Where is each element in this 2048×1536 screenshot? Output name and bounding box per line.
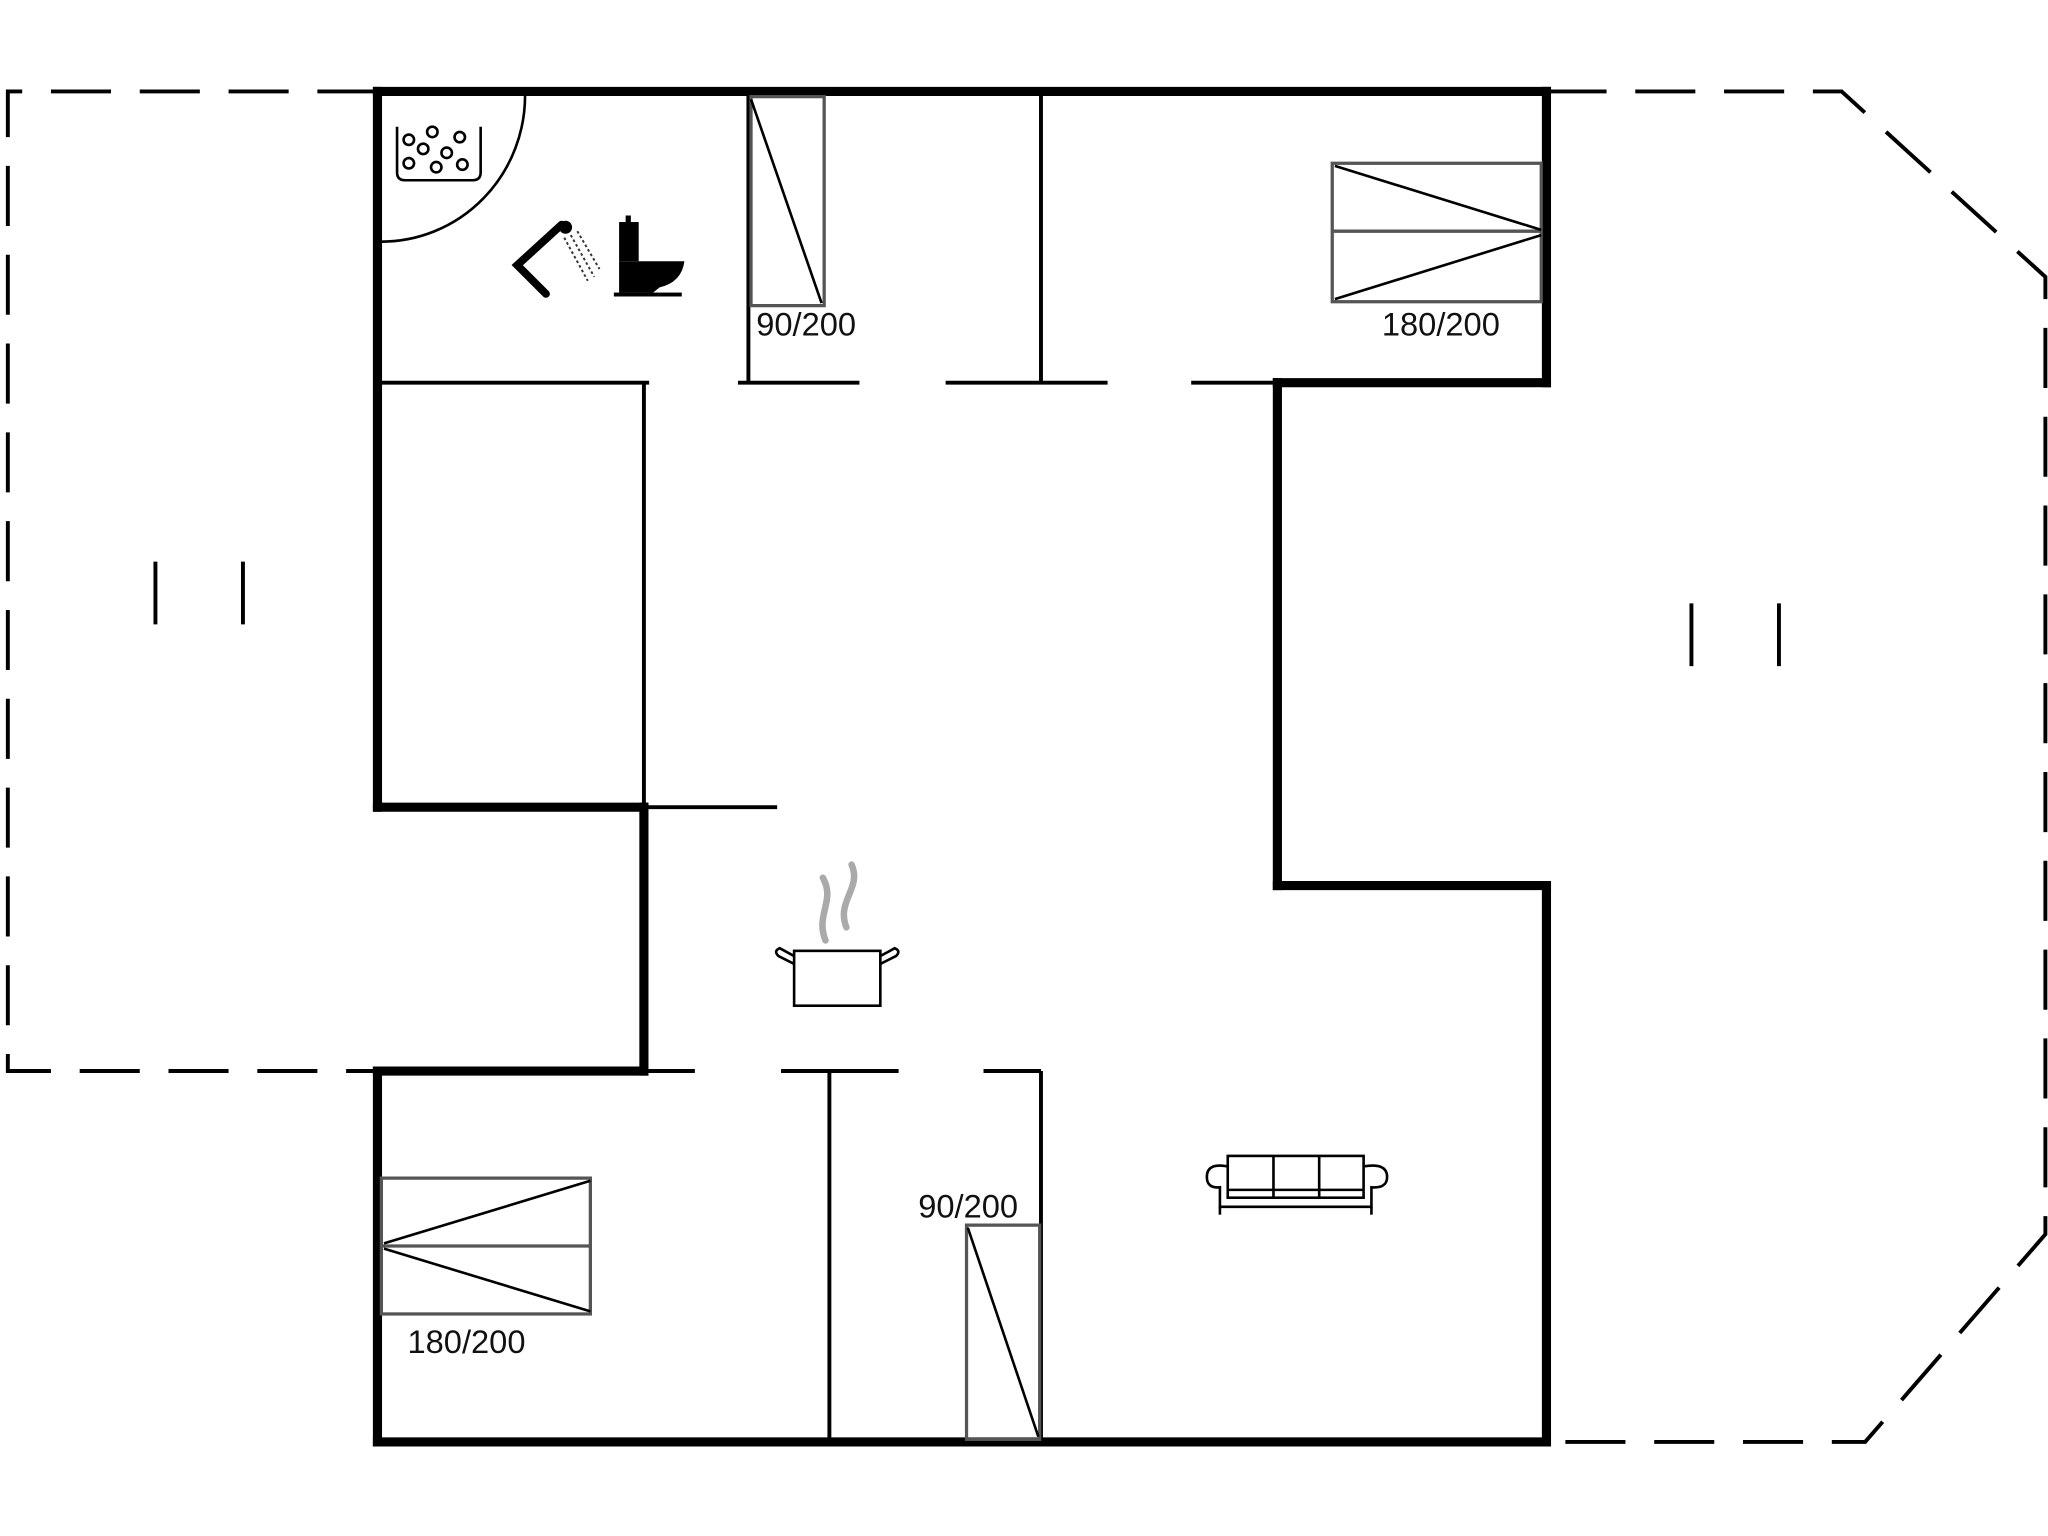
whirlpool-tub-icon xyxy=(395,125,482,182)
bed-size-label: 180/200 xyxy=(408,1323,526,1360)
exterior-walls xyxy=(372,86,1552,1447)
door-swing-arc xyxy=(381,94,527,243)
interior-walls xyxy=(377,91,1278,1442)
bed-size-label: 180/200 xyxy=(1382,306,1500,343)
bed-top-right-double: 180/200 xyxy=(1330,161,1543,343)
cooking-pot-icon xyxy=(774,861,900,1008)
toilet-icon xyxy=(613,215,685,297)
bed-bottom-single: 90/200 xyxy=(918,1187,1042,1441)
bed-size-label: 90/200 xyxy=(756,306,856,343)
terrace-right xyxy=(1546,89,2048,1444)
sofa-icon xyxy=(1205,1154,1389,1215)
bed-size-label: 90/200 xyxy=(918,1187,1018,1224)
bed-top-single: 90/200 xyxy=(749,95,856,343)
terrace-left xyxy=(5,89,378,1073)
shower-icon xyxy=(511,220,601,298)
bed-bottom-left-double: 180/200 xyxy=(379,1176,592,1360)
